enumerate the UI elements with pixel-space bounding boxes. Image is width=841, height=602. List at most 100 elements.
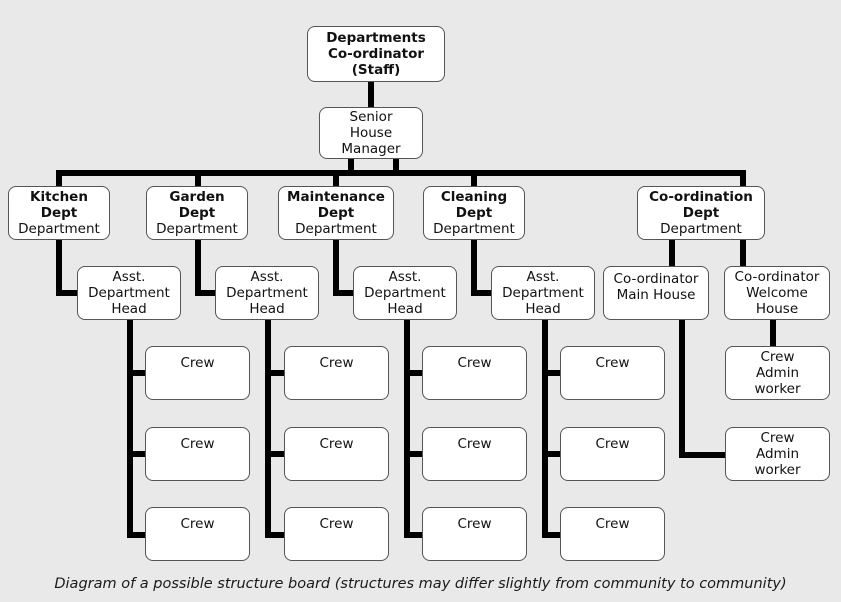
connector-line xyxy=(265,451,287,457)
box-label: Crew xyxy=(457,355,492,371)
connector-line xyxy=(471,170,477,188)
box-label: Department xyxy=(660,221,742,237)
connector-line xyxy=(404,370,426,376)
crew-box: Crew xyxy=(422,427,527,481)
connector-line xyxy=(770,318,776,348)
box-label: Admin xyxy=(755,446,800,462)
asst-head-box: Asst. Department Head xyxy=(77,266,181,320)
diagram-caption: Diagram of a possible structure board (s… xyxy=(54,576,787,592)
box-label: Department xyxy=(18,221,100,237)
box-label: Crew xyxy=(760,349,795,365)
connector-line xyxy=(542,318,548,538)
connector-line xyxy=(195,170,201,188)
box-label: Asst. xyxy=(250,269,284,285)
connector-line xyxy=(127,370,149,376)
box-label: Cleaning xyxy=(440,189,508,205)
connector-line xyxy=(393,156,399,172)
box-label: Crew xyxy=(319,436,354,452)
connector-line xyxy=(127,451,149,457)
box-label: Asst. xyxy=(526,269,560,285)
connector-line xyxy=(740,170,746,188)
box-label: Department xyxy=(364,285,446,301)
connector-line xyxy=(333,290,357,296)
connector-line xyxy=(127,532,149,538)
connector-line xyxy=(195,238,201,296)
box-label: worker xyxy=(754,462,801,478)
box-label: Asst. xyxy=(388,269,422,285)
connector-line xyxy=(471,290,495,296)
connector-line xyxy=(56,290,80,296)
box-label: Asst. xyxy=(112,269,146,285)
box-label: Head xyxy=(249,301,285,317)
box-label: Main House xyxy=(616,287,696,303)
box-label: Kitchen xyxy=(30,189,88,205)
box-label: Department xyxy=(88,285,170,301)
crew-box: Crew xyxy=(560,507,665,561)
connector-line xyxy=(368,80,374,108)
departments-coordinator-box: Departments Co-ordinator (Staff) xyxy=(307,26,445,82)
box-label: Senior xyxy=(349,109,393,125)
box-label: Department xyxy=(502,285,584,301)
box-label: Maintenance xyxy=(287,189,385,205)
box-label: Department xyxy=(156,221,238,237)
box-label: Department xyxy=(433,221,515,237)
box-label: Dept xyxy=(317,205,355,221)
box-label: Dept xyxy=(178,205,216,221)
box-label: Department xyxy=(226,285,308,301)
crew-box: Crew xyxy=(145,507,250,561)
box-label: Head xyxy=(525,301,561,317)
crew-box: Crew xyxy=(560,427,665,481)
box-label: Crew xyxy=(180,355,215,371)
connector-line xyxy=(404,318,410,538)
box-label: Crew xyxy=(319,516,354,532)
crew-box: Crew xyxy=(560,346,665,400)
crew-box: Crew xyxy=(284,427,389,481)
box-label: Co-ordinator xyxy=(613,271,699,287)
connector-line xyxy=(404,532,426,538)
crew-box: Crew xyxy=(422,346,527,400)
box-label: Co-ordination xyxy=(649,189,753,205)
asst-head-box: Asst. Department Head xyxy=(353,266,457,320)
box-label: Head xyxy=(387,301,423,317)
asst-head-box: Asst. Department Head xyxy=(215,266,319,320)
coordinator-welcome-house-box: Co-ordinator Welcome House xyxy=(724,266,830,320)
box-label: Manager xyxy=(341,141,401,157)
box-label: Admin xyxy=(755,365,800,381)
connector-line xyxy=(669,238,675,268)
connector-line xyxy=(265,318,271,538)
box-label: Crew xyxy=(319,355,354,371)
box-label: Crew xyxy=(595,516,630,532)
box-label: Department xyxy=(295,221,377,237)
box-label: Head xyxy=(111,301,147,317)
connector-line xyxy=(542,370,564,376)
garden-dept-box: Garden Dept Department xyxy=(146,186,248,240)
crew-box: Crew xyxy=(284,507,389,561)
crew-admin-worker-box: Crew Admin worker xyxy=(725,427,830,481)
box-label: Crew xyxy=(595,436,630,452)
cleaning-dept-box: Cleaning Dept Department xyxy=(423,186,525,240)
box-label: worker xyxy=(754,381,801,397)
connector-line xyxy=(542,532,564,538)
box-label: Crew xyxy=(180,516,215,532)
box-label: Crew xyxy=(457,516,492,532)
kitchen-dept-box: Kitchen Dept Department xyxy=(8,186,110,240)
connector-line xyxy=(265,370,287,376)
box-label: Crew xyxy=(180,436,215,452)
connector-line xyxy=(333,238,339,296)
coordination-dept-box: Co-ordination Dept Department xyxy=(637,186,765,240)
box-label: Crew xyxy=(760,430,795,446)
crew-box: Crew xyxy=(422,507,527,561)
box-label: Co-ordinator xyxy=(327,46,425,62)
connector-line xyxy=(404,451,426,457)
box-label: Crew xyxy=(595,355,630,371)
box-label: House xyxy=(349,125,393,141)
connector-line xyxy=(542,451,564,457)
crew-admin-worker-box: Crew Admin worker xyxy=(725,346,830,400)
connector-line xyxy=(265,532,287,538)
box-label: Dept xyxy=(455,205,493,221)
box-label: Departments xyxy=(326,30,426,46)
connector-line xyxy=(348,156,354,172)
box-label: Garden xyxy=(169,189,225,205)
box-label: Dept xyxy=(40,205,78,221)
